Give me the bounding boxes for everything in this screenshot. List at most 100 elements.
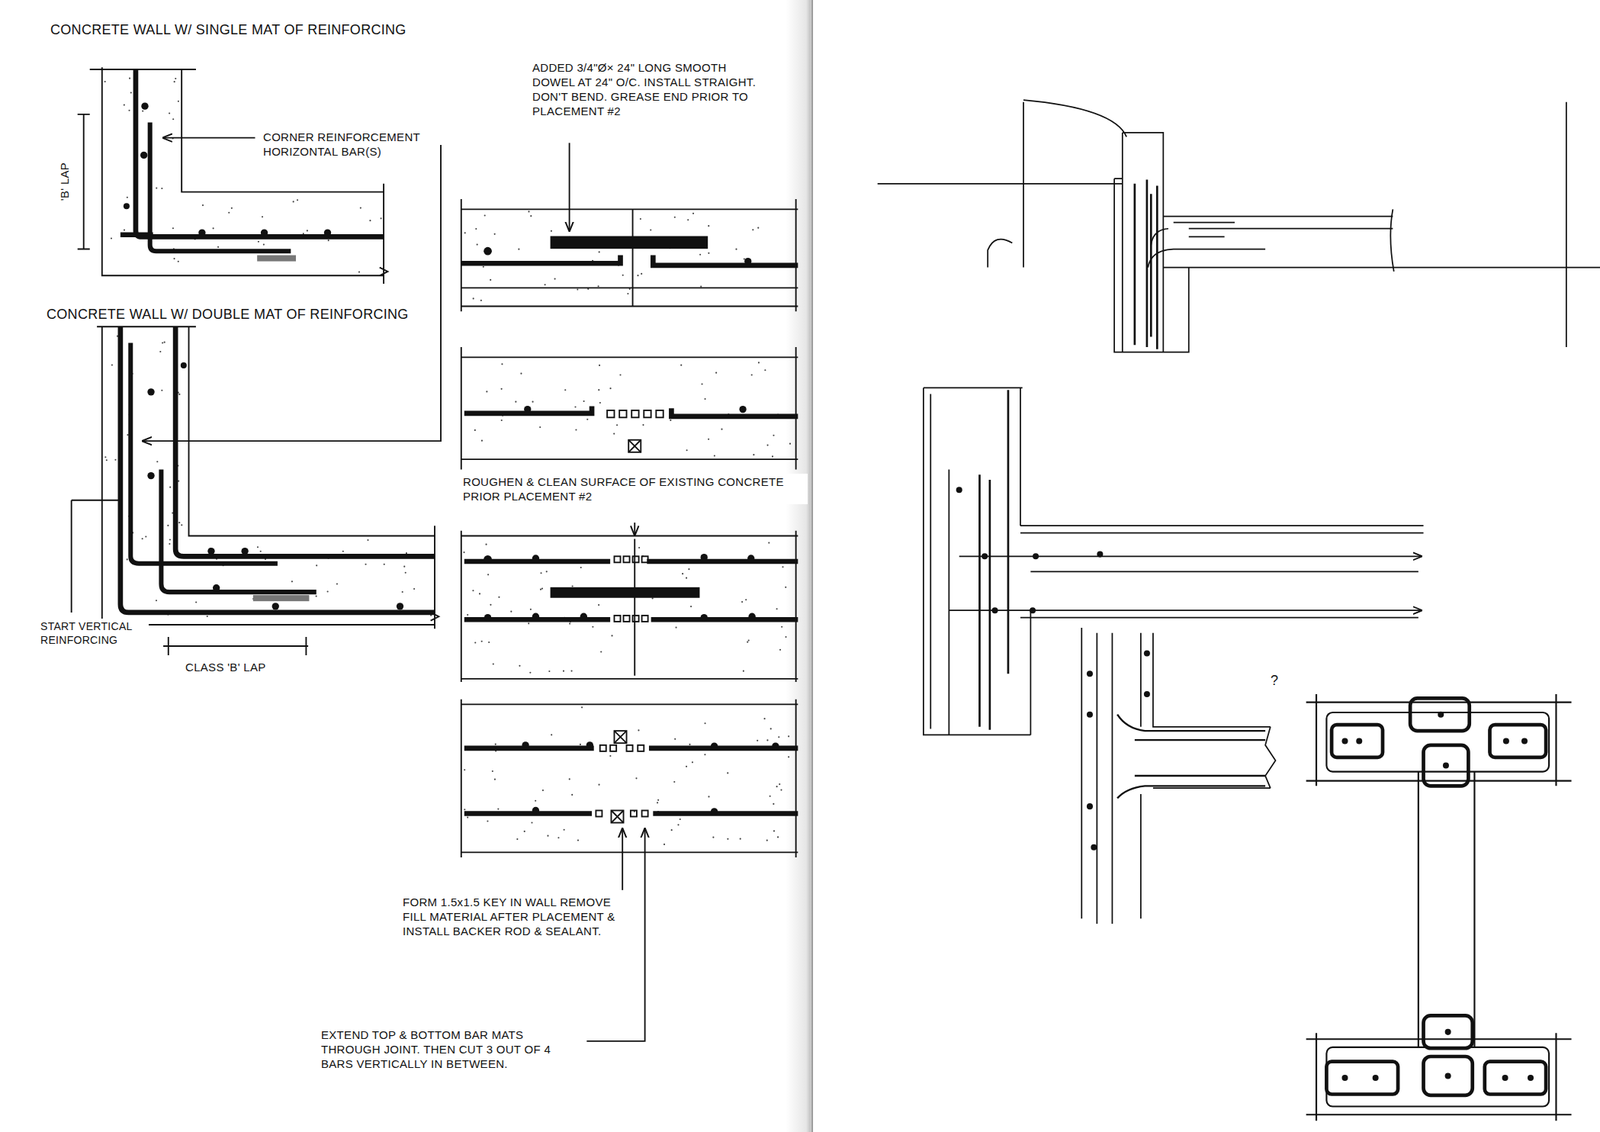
stipple-dot — [141, 537, 144, 540]
stipple-dot — [746, 641, 749, 643]
stipple-dot — [489, 604, 492, 606]
stipple-dot — [707, 252, 710, 254]
stipple-dot — [610, 634, 613, 637]
stipple-dot — [674, 626, 677, 628]
stipple-dot — [168, 112, 171, 114]
stipple-dot — [691, 761, 694, 763]
stipple-dot — [413, 587, 415, 590]
stipple-dot — [771, 455, 774, 457]
stipple-dot — [688, 743, 691, 746]
stipple-dot — [257, 546, 259, 548]
stipple-dot — [497, 808, 499, 810]
stipple-dot — [707, 795, 710, 797]
stipple-dot — [327, 239, 330, 241]
note-text: CORNER REINFORCEMENT HORIZONTAL BAR(S) — [261, 128, 433, 160]
stipple-dot — [571, 793, 573, 796]
stipple-dot — [597, 388, 600, 391]
stipple-dot — [128, 109, 130, 112]
stipple-dot — [591, 626, 594, 628]
stipple-dot — [757, 227, 759, 229]
stipple-dot — [530, 608, 532, 611]
stipple-dot — [167, 524, 169, 527]
stipple-dot — [539, 426, 541, 428]
stipple-dot — [577, 838, 579, 841]
stipple-dot — [779, 648, 781, 651]
stipple-dot — [669, 419, 672, 421]
stipple-dot — [487, 573, 489, 576]
stipple-dot — [463, 768, 466, 771]
stipple-dot — [777, 735, 780, 738]
stipple-dot — [163, 341, 166, 344]
stipple-dot — [472, 589, 474, 592]
stipple-dot — [751, 228, 754, 231]
stipple-dot — [485, 543, 487, 546]
detail-title: CONCRETE WALL W/ DOUBLE MAT OF REINFORCI… — [44, 305, 411, 325]
stipple-dot — [642, 424, 644, 426]
stipple-dot — [485, 390, 488, 392]
stipple-dot — [766, 839, 768, 842]
stipple-dot — [315, 595, 318, 598]
stipple-dot — [639, 218, 642, 220]
stipple-dot — [123, 229, 126, 232]
stipple-dot — [172, 118, 174, 120]
stipple-dot — [172, 227, 174, 229]
stipple-dot — [380, 217, 383, 219]
stipple-dot — [616, 424, 618, 426]
stipple-dot — [480, 299, 482, 302]
stipple-dot — [160, 389, 163, 392]
wall-slab-sketch — [923, 387, 1424, 735]
stipple-dot — [501, 419, 503, 421]
detail-title: CONCRETE WALL W/ SINGLE MAT OF REINFORCI… — [48, 20, 409, 40]
stipple-dot — [177, 100, 180, 103]
stipple-dot — [597, 783, 600, 786]
stipple-dot — [106, 459, 108, 461]
stipple-dot — [291, 580, 293, 582]
stipple-dot — [173, 80, 176, 83]
stipple-dot — [580, 566, 582, 569]
stipple-dot — [474, 641, 476, 643]
stipple-dot — [530, 215, 532, 217]
stipple-dot — [160, 187, 163, 190]
t-beam-section — [1306, 693, 1572, 1121]
stipple-dot — [700, 285, 702, 288]
stipple-dot — [571, 584, 574, 587]
dimension-label: 'B' LAP — [56, 160, 73, 203]
stipple-dot — [369, 219, 371, 222]
stipple-dot — [548, 670, 550, 672]
stipple-dot — [336, 582, 338, 585]
stipple-dot — [530, 821, 533, 823]
stipple-dot — [772, 803, 775, 805]
stipple-dot — [180, 523, 183, 526]
stipple-dot — [111, 363, 113, 366]
stipple-dot — [306, 229, 309, 232]
note-text: EXTEND TOP & BOTTOM BAR MATS THROUGH JOI… — [319, 1026, 575, 1072]
stipple-dot — [359, 207, 362, 209]
stipple-dot — [649, 228, 652, 231]
stipple-dot — [690, 605, 692, 608]
stipple-dot — [681, 572, 684, 575]
stipple-dot — [488, 641, 490, 643]
stipple-dot — [366, 539, 369, 541]
stipple-dot — [598, 250, 601, 253]
stipple-dot — [518, 665, 521, 667]
stipple-dot — [787, 755, 790, 758]
stipple-dot — [364, 563, 367, 566]
stipple-dot — [532, 401, 534, 403]
stipple-dot — [358, 271, 360, 274]
stipple-dot — [489, 279, 492, 281]
stipple-dot — [403, 565, 405, 568]
stipple-dot — [674, 738, 676, 740]
stipple-dot — [292, 200, 295, 203]
stipple-dot — [510, 610, 512, 613]
stipple-dot — [780, 789, 782, 791]
stipple-dot — [568, 623, 571, 625]
stipple-dot — [481, 640, 483, 643]
stipple-dot — [609, 387, 611, 389]
stipple-dot — [177, 260, 180, 263]
stipple-dot — [486, 819, 489, 822]
stipple-dot — [212, 227, 215, 229]
stipple-dot — [542, 789, 544, 791]
stipple-dot — [635, 777, 637, 779]
stipple-dot — [527, 622, 530, 624]
